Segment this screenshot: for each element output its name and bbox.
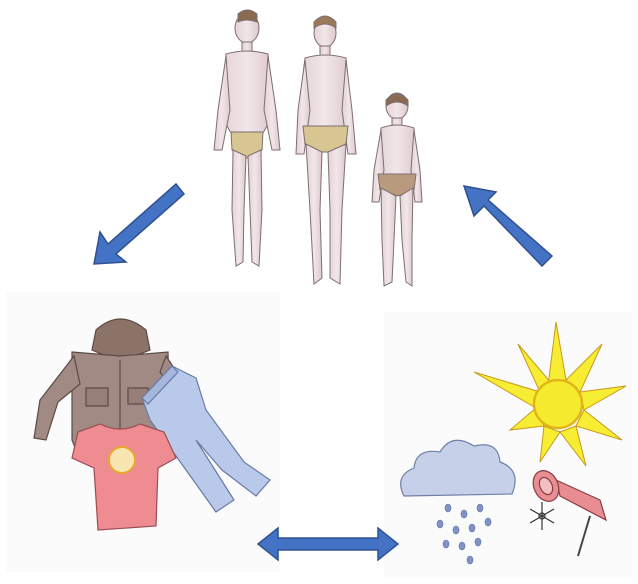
child-figure bbox=[372, 93, 422, 286]
woman-figure bbox=[296, 16, 356, 284]
arrow-up-left-icon bbox=[464, 186, 552, 266]
weather-illustration bbox=[384, 312, 632, 578]
clothing-illustration bbox=[6, 292, 280, 572]
man-figure bbox=[214, 10, 280, 266]
family-figures-illustration bbox=[214, 10, 422, 286]
arrow-down-left-icon bbox=[94, 184, 184, 264]
